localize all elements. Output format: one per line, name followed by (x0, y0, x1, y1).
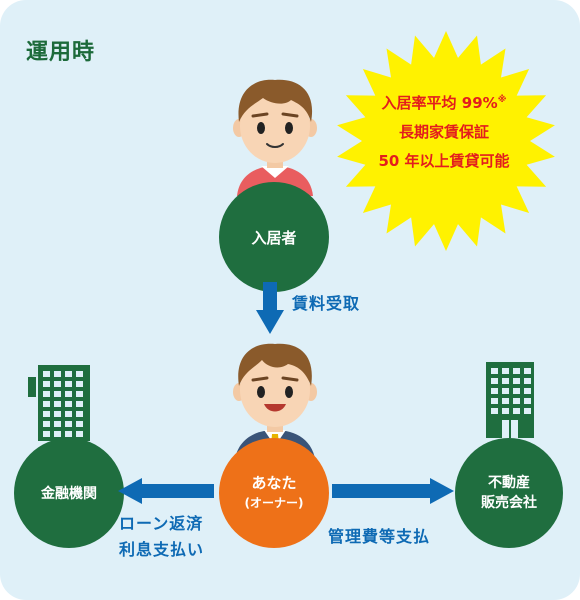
rent-guarantee-text: 長期家賃保証 (398, 123, 489, 141)
company-label-line2: 販売会社 (481, 495, 537, 511)
company-label-line1: 不動産 (488, 475, 530, 491)
bank-label: 金融機関 (41, 486, 97, 502)
management-arrow (332, 478, 454, 504)
company-node: 不動産 販売会社 (455, 438, 563, 548)
loan-label-line2: 利息支払い (119, 540, 205, 559)
loan-arrow (118, 478, 214, 504)
bank-node: 金融機関 (14, 438, 124, 548)
rent-label: 賃料受取 (292, 294, 361, 313)
page-title: 運用時 (26, 40, 96, 65)
tenant-label: 入居者 (251, 228, 297, 247)
loan-label: ローン返済 利息支払い (119, 511, 204, 563)
rent-arrow (256, 282, 284, 334)
loan-label-line1: ローン返済 (119, 514, 204, 533)
company-building-icon (486, 362, 534, 438)
starburst-badge (337, 31, 555, 251)
bank-building-icon (28, 365, 90, 441)
burst-text: 入居率平均 99%※ 長期家賃保証 50 年以上賃貸可能 (340, 86, 548, 176)
lease-period-text: 50 年以上賃貸可能 (378, 152, 510, 170)
owner-label: あなた (251, 474, 297, 492)
occupancy-rate-text: 入居率平均 99% (381, 94, 498, 112)
management-label: 管理費等支払 (328, 527, 431, 546)
tenant-person-icon (233, 79, 317, 196)
owner-node: あなた (オーナー) (219, 438, 329, 548)
owner-sublabel: (オーナー) (244, 496, 304, 510)
tenant-node: 入居者 (219, 182, 329, 292)
footnote-mark: ※ (497, 95, 507, 105)
